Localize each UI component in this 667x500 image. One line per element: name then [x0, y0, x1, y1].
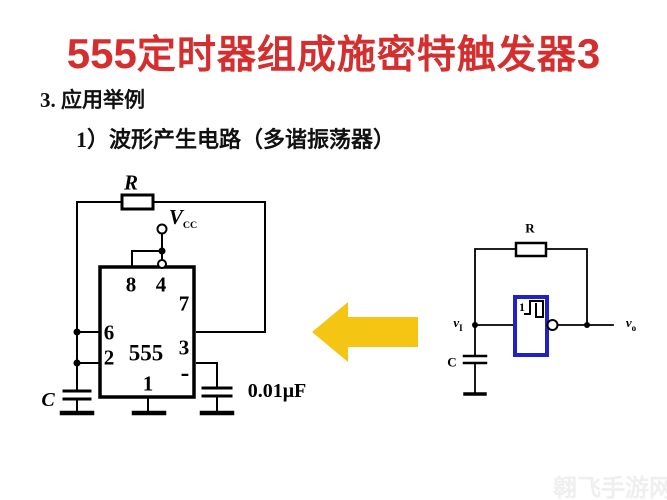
vcc-sub: CC: [182, 220, 198, 232]
inverter-bubble: [546, 319, 559, 331]
chip-body: [98, 265, 196, 399]
resistor-label-left: R: [123, 170, 139, 195]
chip-label: 555: [128, 340, 164, 366]
title-suffix: 3: [576, 30, 601, 77]
vout-label: vo: [626, 315, 636, 333]
node-dot: [584, 322, 590, 328]
resistor-label-right: R: [525, 220, 535, 236]
section-heading: 3. 应用举例: [40, 88, 145, 112]
right-circuit: [462, 241, 614, 396]
title-main: 定时器组成施密特触发器: [136, 34, 577, 77]
pin-6-label: 6: [103, 320, 115, 345]
hysteresis-icon: [524, 300, 544, 318]
vin-sub: I: [459, 323, 463, 334]
pin-7-label: 7: [178, 291, 190, 316]
pin-4-label: 4: [155, 272, 167, 297]
node-dot: [73, 359, 81, 367]
pin-3-label: 3: [178, 335, 190, 360]
pin-8-label: 8: [125, 272, 137, 297]
vcc-terminal: [156, 223, 168, 235]
left-arrow-icon: [312, 302, 418, 362]
capacitor-label-right: C: [447, 354, 457, 370]
left-circuit: [59, 193, 266, 416]
capacitor-label-left: C: [41, 389, 55, 411]
pin4-terminal: [157, 259, 167, 269]
title-prefix: 555: [66, 30, 137, 77]
capacitor-symbol: [462, 354, 488, 365]
page-title: 555定时器组成施密特触发器3: [0, 24, 667, 80]
vcc-label: VCC: [168, 204, 198, 232]
node-dot: [472, 322, 478, 328]
vin-main: v: [453, 314, 460, 330]
node-dot: [73, 328, 81, 336]
vout-main: v: [625, 314, 632, 330]
vcc-main: V: [168, 204, 183, 229]
bypass-capacitor-label: 0.01μF: [247, 380, 307, 402]
vin-label: vI: [453, 315, 462, 333]
capacitor-symbol: [62, 389, 92, 401]
pin-2-label: 2: [103, 345, 115, 370]
resistor-symbol: [120, 193, 155, 211]
node-dot: [158, 247, 166, 255]
gate-function-label: 1: [519, 300, 525, 314]
wire: [76, 201, 266, 412]
resistor-symbol: [514, 241, 548, 258]
pin-1-label: 1: [142, 371, 154, 396]
subsection-heading: 1）波形产生电路（多谐振荡器）: [76, 127, 396, 152]
control-minus-label: -: [180, 358, 190, 387]
watermark: 翱飞手游网: [553, 475, 667, 500]
capacitor-symbol: [201, 386, 233, 398]
vout-sub: o: [631, 323, 637, 334]
